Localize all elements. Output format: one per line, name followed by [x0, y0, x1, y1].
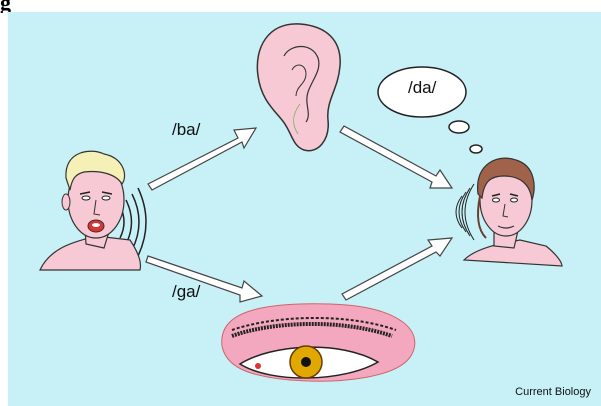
arrow-speaker-to-ear — [148, 128, 256, 190]
incoming-waves-icon — [456, 184, 474, 240]
listener-face-icon — [464, 158, 562, 266]
eye-icon — [222, 304, 415, 381]
journal-credit: Current Biology — [515, 386, 591, 398]
audio-syllable-label: /ba/ — [172, 120, 200, 140]
speaker-face-icon — [40, 151, 141, 270]
perceived-syllable-label: /da/ — [408, 78, 436, 98]
arrow-ear-to-listener — [340, 126, 452, 188]
visual-syllable-label: /ga/ — [172, 282, 200, 302]
arrow-speaker-to-eye — [146, 256, 262, 302]
arrow-eye-to-listener — [342, 238, 452, 300]
ear-icon — [257, 24, 340, 151]
